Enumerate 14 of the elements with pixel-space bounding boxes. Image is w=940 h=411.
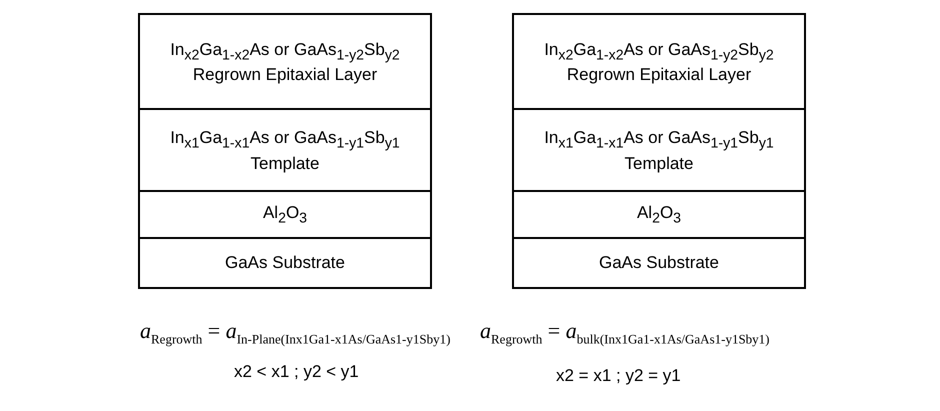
layer-label: In$_{x2}$Ga$_{1-x2}$As or GaAs$_{1-y2}$Sb$_{y2}$ Regrown Epitaxial Layer [169, 40, 401, 86]
formula: a$_{Regrowth}$ = a$_{In-Plane(Inx1Ga1-x1As/GaAs1-y1Sby1)}$ [140, 318, 450, 348]
formula: a$_{Regrowth}$ = a$_{bulk(Inx1Ga1-x1As/GaAs1-y1Sby1)}$ [480, 318, 770, 348]
layer-label: Al$_{2}$O$_{3}$ [636, 202, 682, 228]
substrate-layer [138, 237, 432, 289]
layer-label: GaAs Substrate [224, 253, 345, 273]
layer-label: Al$_{2}$O$_{3}$ [262, 202, 308, 228]
layer-label: GaAs Substrate [598, 253, 719, 273]
condition-text: x2 = x1 ; y2 = y1 [556, 366, 681, 386]
condition-text: x2 < x1 ; y2 < y1 [234, 362, 359, 382]
layer-label: In$_{x2}$Ga$_{1-x2}$As or GaAs$_{1-y2}$Sb$_{y2}$ Regrown Epitaxial Layer [543, 40, 775, 86]
layer-label: In$_{x1}$Ga$_{1-x1}$As or GaAs$_{1-y1}$Sb$_{y1}$ Template [169, 128, 401, 174]
substrate-layer [512, 237, 806, 289]
layer-label: In$_{x1}$Ga$_{1-x1}$As or GaAs$_{1-y1}$Sb$_{y1}$ Template [543, 128, 775, 174]
